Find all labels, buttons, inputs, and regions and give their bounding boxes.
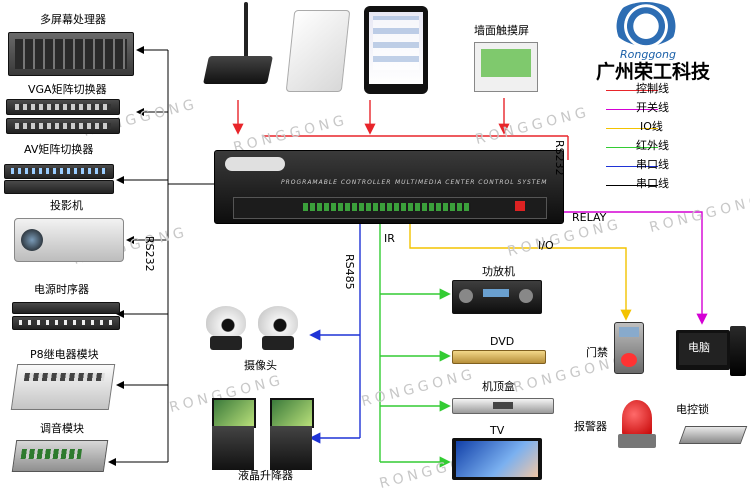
electric-lock-icon: [679, 426, 748, 444]
legend-label: 红外线: [636, 139, 669, 152]
device-label: 多屏幕处理器: [40, 13, 106, 26]
amplifier-icon: [452, 280, 542, 314]
controller-label: MULTIMEDIA CENTER CONTROL SYSTEM: [395, 179, 547, 186]
device-label: TV: [490, 424, 504, 437]
device-label: 机顶盒: [482, 380, 515, 393]
tv-icon: [452, 438, 542, 480]
controller-label: PROGRAMABLE CONTROLLER: [281, 179, 391, 186]
device-label: 门禁: [586, 346, 608, 359]
device-label: P8继电器模块: [30, 348, 99, 361]
ronggong-logo-icon: [612, 2, 680, 46]
lcd-lift-icon: [212, 398, 256, 428]
legend-label: 串口线: [636, 177, 669, 190]
access-control-icon: [614, 322, 644, 374]
ir-label: IR: [384, 232, 395, 245]
audio-mixer-module-icon: [12, 440, 108, 472]
device-label: 电脑: [688, 341, 710, 354]
legend-label: IO线: [640, 120, 663, 133]
device-label: VGA矩阵切换器: [28, 83, 107, 96]
av-matrix-switcher-icon: [4, 164, 114, 179]
power-sequencer-icon: [12, 302, 120, 314]
brand-name-en: Ronggong: [620, 48, 676, 61]
device-label: 功放机: [482, 265, 515, 278]
lcd-lift-icon: [270, 398, 314, 428]
legend-label: 串口线: [636, 158, 669, 171]
ir-lines: [380, 222, 448, 462]
tablet-stand-icon: [286, 10, 351, 92]
wall-touch-panel-icon: [474, 42, 538, 92]
rs232-left-label: RS232: [143, 236, 156, 272]
computer-tower-icon: [730, 326, 746, 376]
lcd-lift-icon: [212, 426, 254, 470]
device-label: 液晶升降器: [238, 469, 293, 482]
vga-matrix-switcher-icon: [6, 118, 120, 134]
multiscreen-processor-icon: [8, 32, 134, 76]
rs485-label: RS485: [343, 254, 356, 290]
alarm-light-icon: [622, 400, 652, 436]
device-label: 墙面触摸屏: [474, 24, 529, 37]
brand-name-cn: 广州荣工科技: [596, 61, 710, 83]
rs232-right-label: RS232: [553, 140, 566, 176]
dvd-player-icon: [452, 350, 546, 364]
wireless-router-icon: [203, 56, 273, 84]
device-label: DVD: [490, 335, 514, 348]
device-label: 电源时序器: [34, 283, 89, 296]
lcd-lift-icon: [270, 426, 312, 470]
device-label: 投影机: [50, 199, 83, 212]
device-label: 摄像头: [244, 359, 277, 372]
relay-label: RELAY: [572, 211, 606, 224]
io-label: I/O: [538, 239, 554, 252]
av-matrix-switcher-icon: [4, 180, 114, 194]
central-controller: PROGRAMABLE CONTROLLER MULTIMEDIA CENTER…: [214, 150, 564, 224]
set-top-box-icon: [452, 398, 554, 414]
legend-label: 开关线: [636, 101, 669, 114]
power-sequencer-icon: [12, 316, 120, 330]
alarm-light-base: [618, 434, 656, 448]
device-label: 报警器: [574, 420, 607, 433]
device-label: 电控锁: [676, 403, 709, 416]
projector-icon: [14, 218, 124, 262]
ipad-icon: [364, 6, 428, 94]
wireless-router-antenna: [244, 2, 248, 58]
device-label: AV矩阵切换器: [24, 143, 93, 156]
relay-module-icon: [11, 364, 115, 410]
ptz-camera-icon: [206, 306, 246, 350]
vga-matrix-switcher-icon: [6, 99, 120, 115]
legend-label: 控制线: [636, 82, 669, 95]
ptz-camera-icon: [258, 306, 298, 350]
device-label: 调音模块: [40, 422, 84, 435]
